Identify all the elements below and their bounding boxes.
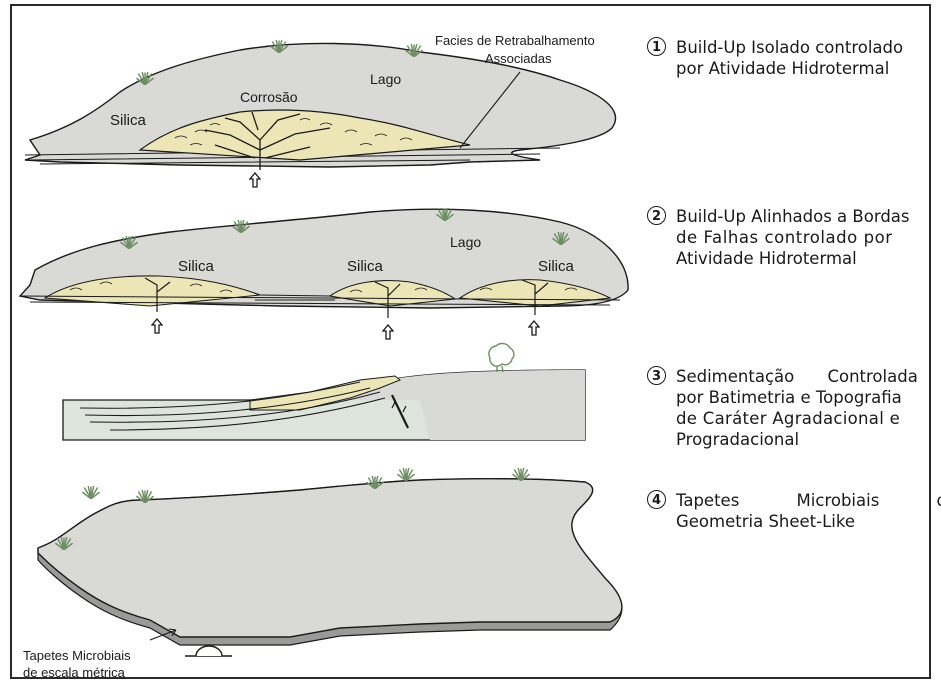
- caption-line: Progradacional: [676, 429, 930, 450]
- caption-number: 1: [647, 37, 666, 56]
- diagram-3-progradation: [63, 344, 585, 440]
- caption-number: 4: [647, 490, 666, 509]
- label-silica-center: Silica: [347, 258, 384, 275]
- caption-line: Atividade Hidrotermal: [676, 248, 930, 269]
- caption-line: por Batimetria e Topografia: [676, 387, 930, 408]
- label-silica-1: Silica: [110, 112, 147, 129]
- caption-line: Sedimentação Controlada: [676, 366, 930, 387]
- label-silica-right: Silica: [538, 258, 575, 275]
- caption-line: Build-Up Alinhados a Bordas: [676, 206, 930, 227]
- grass-icon: [398, 468, 414, 481]
- grass-icon: [83, 486, 99, 499]
- label-mats-line1: Tapetes Microbiais: [23, 648, 131, 663]
- caption-line: Tapetes Microbiais de: [676, 490, 930, 511]
- tree-icon: [489, 344, 514, 372]
- diagram-2-aligned-buildups: Lago Silica Silica Silica: [20, 208, 628, 339]
- hydrothermal-arrow-icon: [152, 319, 162, 333]
- caption-line: Build-Up Isolado controlado: [676, 37, 930, 58]
- label-mats-line2: de escala métrica: [23, 665, 126, 680]
- label-lago-2: Lago: [450, 234, 481, 250]
- caption-line: por Atividade Hidrotermal: [676, 58, 930, 79]
- caption-line: de Caráter Agradacional e: [676, 408, 930, 429]
- label-facies-line1: Facies de Retrabalhamento: [435, 33, 595, 48]
- hydrothermal-arrow-icon: [250, 173, 260, 187]
- label-facies-line2: Associadas: [485, 51, 552, 66]
- hydrothermal-arrow-icon: [529, 321, 539, 335]
- label-corrosao: Corrosão: [240, 89, 298, 105]
- caption-number: 3: [647, 366, 666, 385]
- hydrothermal-arrow-icon: [383, 325, 393, 339]
- caption-line: de Falhas controlado por: [676, 227, 930, 248]
- mat-scale-icon: [185, 646, 232, 656]
- caption-line: Geometria Sheet-Like: [676, 511, 930, 532]
- label-silica-left: Silica: [178, 258, 215, 275]
- label-lago-1: Lago: [370, 71, 401, 87]
- diagram-4-sheet-mats: Tapetes Microbiais de escala métrica: [23, 468, 622, 680]
- caption-number: 2: [647, 206, 666, 225]
- diagram-1-isolated-buildup: Lago Silica Corrosão Facies de Retrabalh…: [25, 33, 615, 187]
